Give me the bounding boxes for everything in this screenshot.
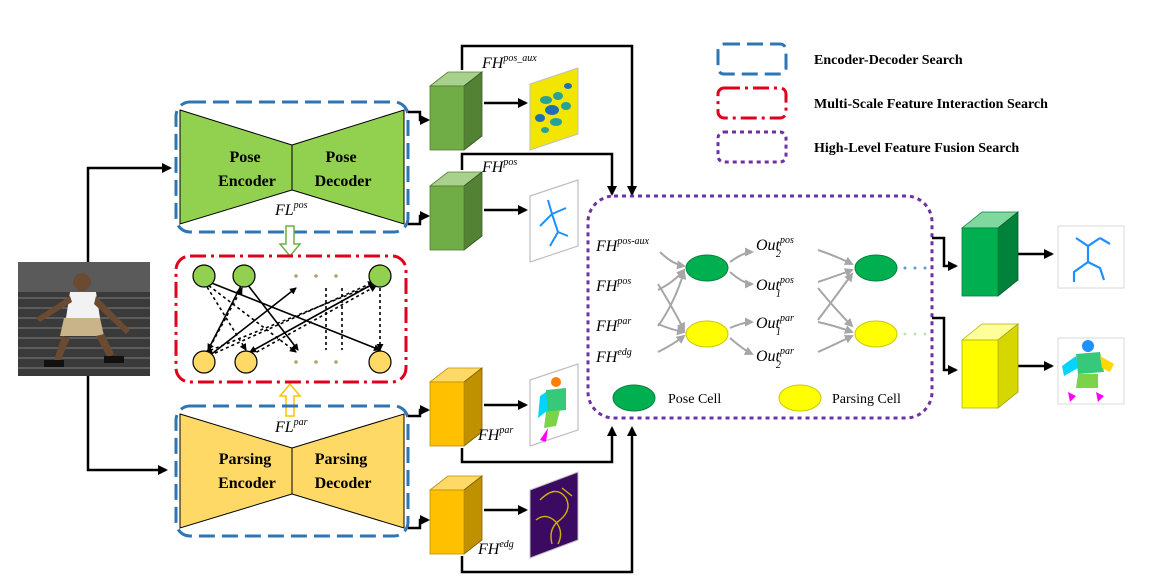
pose-decoder-shape bbox=[291, 109, 405, 225]
interaction-top-nodes bbox=[192, 264, 392, 288]
parsing-cell-legend-swatch bbox=[778, 384, 822, 412]
fusion-input-labels: FHpos-aux FHpos FHpar FHedg bbox=[595, 236, 650, 366]
final-parsing-thumbnail bbox=[1057, 337, 1125, 405]
parsing-decoder-label: Parsing Decoder bbox=[315, 451, 372, 492]
pose-decoder-label: Pose Decoder bbox=[315, 149, 372, 190]
fh-par-label: FHpar bbox=[477, 425, 513, 444]
feature-to-fusion-arrows bbox=[460, 44, 637, 574]
pose-to-interaction-arrow bbox=[278, 225, 302, 258]
decoder-output-arrows bbox=[408, 110, 430, 530]
cube-fh-par bbox=[428, 367, 484, 447]
legend: Encoder-Decoder Search Multi-Scale Featu… bbox=[716, 42, 1048, 164]
final-pose-thumbnail bbox=[1057, 225, 1125, 289]
parsing-cell-continuation bbox=[903, 332, 927, 336]
pose-cell-legend-label: Pose Cell bbox=[668, 392, 721, 407]
pose-cell-1 bbox=[685, 254, 729, 282]
parsing-to-interaction-arrow bbox=[278, 382, 302, 417]
parsing-map-thumbnail bbox=[529, 363, 579, 447]
heatmap-thumbnail bbox=[529, 67, 579, 151]
parsing-cell-2 bbox=[854, 320, 898, 348]
parsing-search-box bbox=[174, 404, 410, 538]
legend-purple-swatch bbox=[716, 130, 788, 164]
pose-cell-continuation bbox=[903, 266, 927, 270]
fusion-output-arrows bbox=[932, 236, 1054, 375]
edge-map-thumbnail bbox=[529, 471, 579, 559]
final-pose-cube bbox=[960, 211, 1020, 297]
fusion-gray-arrows bbox=[657, 247, 854, 355]
parsing-decoder-shape bbox=[291, 413, 405, 529]
pose-cell-legend-swatch bbox=[612, 384, 656, 412]
legend-red-swatch bbox=[716, 86, 788, 120]
svg-text:FHpar: FHpar bbox=[595, 316, 631, 335]
pose-skeleton-thumbnail bbox=[529, 179, 579, 263]
cube-to-thumb-arrows bbox=[484, 98, 528, 515]
fh-edg-label: FHedg bbox=[477, 539, 514, 558]
input-photo bbox=[18, 262, 150, 376]
parsing-encoder-label: Parsing Encoder bbox=[218, 451, 276, 492]
svg-text:FHedg: FHedg bbox=[595, 347, 632, 366]
interaction-bottom-nodes bbox=[192, 350, 392, 374]
legend-encoder-decoder-label: Encoder-Decoder Search bbox=[814, 53, 963, 68]
interaction-dotted-edges bbox=[203, 281, 384, 359]
final-parsing-cube bbox=[960, 323, 1020, 409]
pose-cell-2 bbox=[854, 254, 898, 282]
fh-pos-aux-label: FHpos_aux bbox=[481, 53, 537, 72]
parsing-cell-legend-label: Parsing Cell bbox=[832, 392, 901, 407]
cube-fh-pos bbox=[428, 171, 484, 251]
interaction-search-box bbox=[174, 254, 408, 384]
fusion-search-box bbox=[586, 194, 934, 420]
svg-text:FHpos-aux: FHpos-aux bbox=[595, 236, 650, 255]
parsing-cell-1 bbox=[685, 320, 729, 348]
fl-pos-label: FLpos bbox=[274, 200, 308, 219]
legend-multi-scale-label: Multi-Scale Feature Interaction Search bbox=[814, 97, 1048, 112]
fh-pos-label: FHpos bbox=[481, 157, 517, 176]
legend-blue-swatch bbox=[716, 42, 788, 76]
input-arrows bbox=[86, 163, 172, 475]
cube-fh-edg bbox=[428, 475, 484, 555]
legend-high-level-label: High-Level Feature Fusion Search bbox=[814, 141, 1019, 156]
fl-par-label: FLpar bbox=[274, 417, 308, 436]
cube-fh-pos-aux bbox=[428, 71, 484, 151]
svg-text:FHpos: FHpos bbox=[595, 276, 631, 295]
pose-encoder-label: Pose Encoder bbox=[218, 149, 276, 190]
